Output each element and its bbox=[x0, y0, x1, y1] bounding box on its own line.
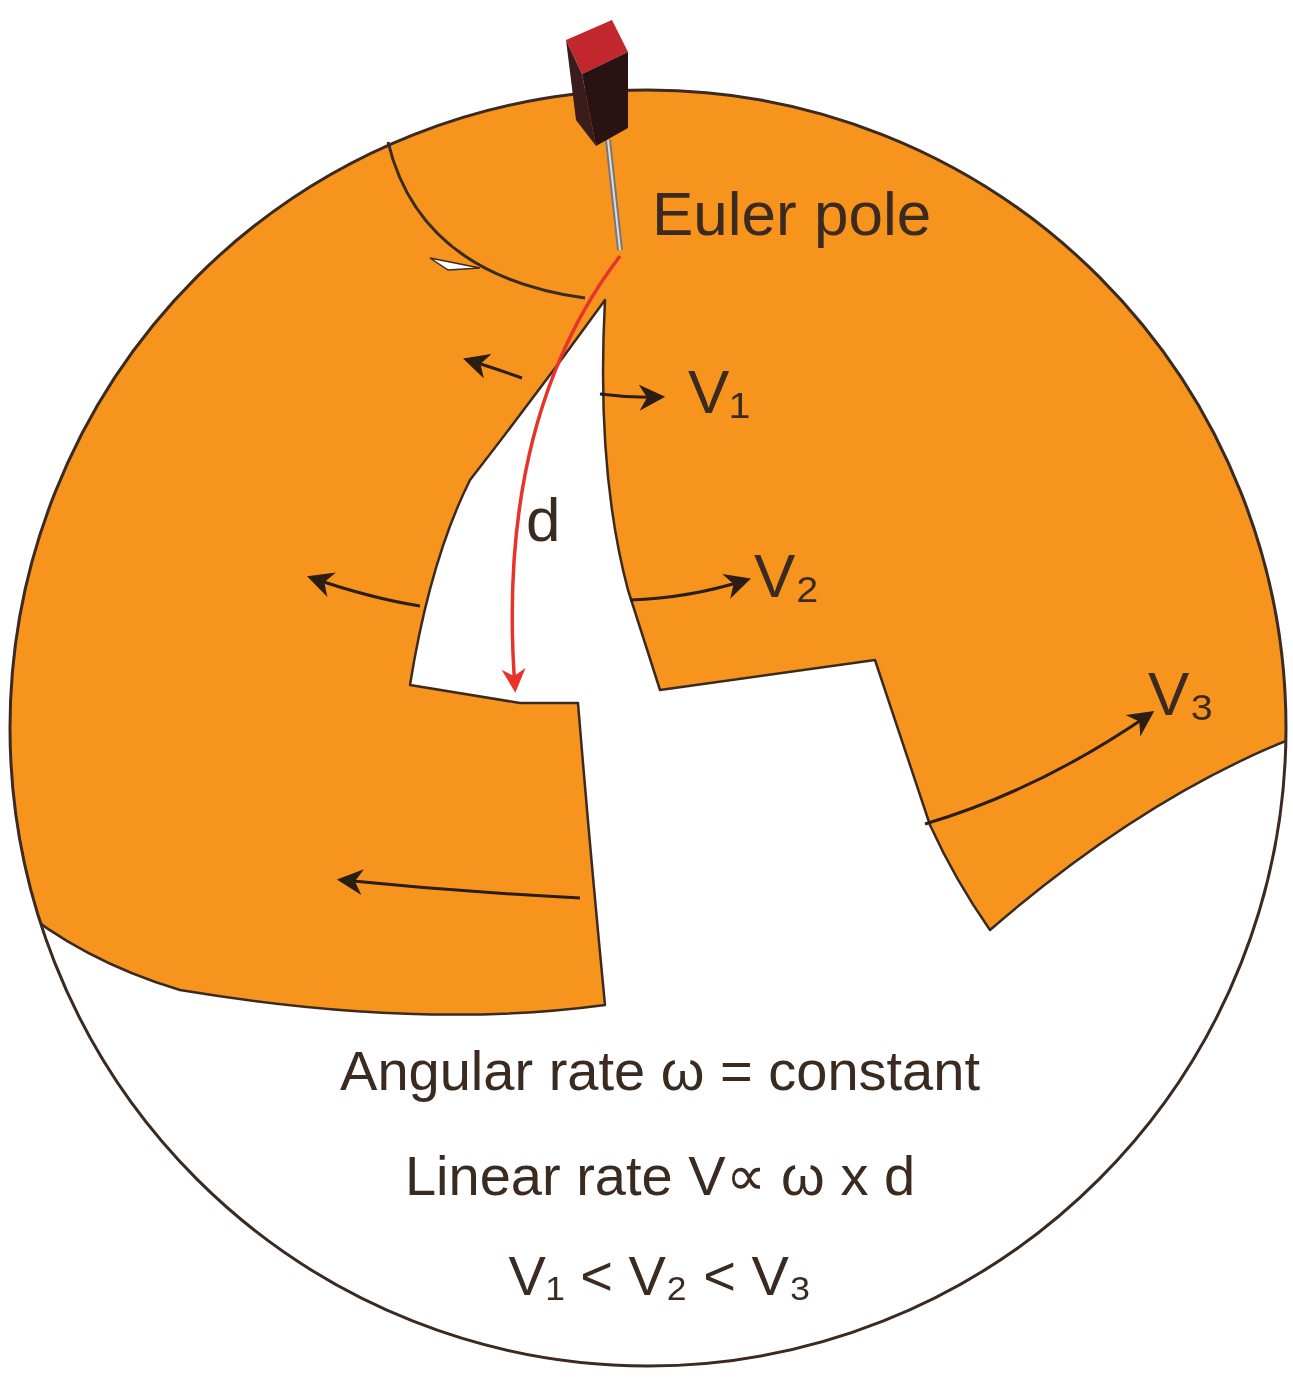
velocity-arrow bbox=[600, 394, 660, 397]
velocity-arrow bbox=[342, 880, 580, 898]
velocity-arrow bbox=[468, 360, 522, 378]
velocity-arrow bbox=[630, 580, 746, 600]
distance-arrow bbox=[512, 256, 620, 688]
formula-note: Linear rate V∝ ω x d bbox=[405, 1145, 915, 1207]
plate-boundary bbox=[388, 142, 585, 298]
pole-needle bbox=[608, 140, 620, 250]
half-arrow bbox=[430, 258, 480, 270]
velocity-label: V₁ bbox=[688, 358, 750, 426]
pole-label: Euler pole bbox=[652, 180, 931, 248]
velocity-arrow bbox=[312, 578, 420, 606]
globe-outline bbox=[10, 90, 1286, 1366]
plate-fragments bbox=[0, 0, 1293, 1015]
pole-block-front bbox=[582, 52, 628, 146]
velocity-label: V₃ bbox=[1148, 660, 1215, 728]
pole-needle-highlight bbox=[608, 140, 620, 250]
velocity-arrow bbox=[925, 714, 1150, 824]
formula-note: V₁ < V₂ < V₃ bbox=[508, 1245, 811, 1307]
velocity-label: V₂ bbox=[754, 542, 819, 610]
formula-note: Angular rate ω = constant bbox=[340, 1040, 980, 1102]
distance-label: d bbox=[526, 486, 560, 554]
